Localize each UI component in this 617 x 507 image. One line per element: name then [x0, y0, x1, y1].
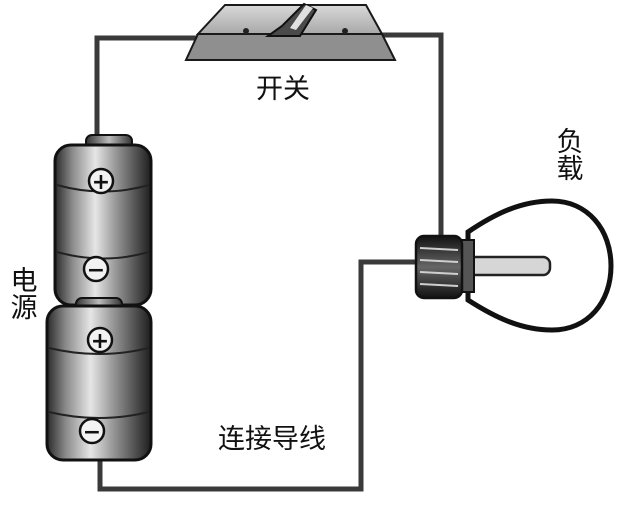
battery-top: + − [53, 134, 153, 307]
wire-battery-to-switch [94, 35, 198, 138]
battery-bottom-negative-sign: − [83, 420, 101, 445]
battery-top-positive-sign: + [92, 170, 110, 195]
battery-bottom: + − [45, 297, 153, 462]
load-label: 负载 [551, 127, 583, 181]
switch-screw-right [342, 28, 348, 34]
connecting-wire [94, 32, 444, 492]
switch-base-plate [184, 33, 397, 61]
wire-switch-to-bulb [382, 32, 444, 238]
bulb-screw-base [414, 234, 464, 300]
toggle-switch-icon [184, 2, 397, 61]
power-source-label: 电源 [5, 266, 37, 320]
switch-label: 开关 [256, 74, 310, 105]
switch-screw-left [243, 28, 249, 34]
battery-top-negative-sign: − [87, 258, 105, 283]
switch-lever-highlight [290, 5, 313, 30]
battery-icon: + − + − [45, 134, 153, 462]
wire-bulb-to-battery [97, 259, 418, 492]
light-bulb-icon [414, 198, 614, 333]
wire-label: 连接导线 [218, 424, 326, 455]
battery-bottom-positive-sign: + [91, 329, 109, 354]
bulb-filament-stem [460, 255, 552, 277]
